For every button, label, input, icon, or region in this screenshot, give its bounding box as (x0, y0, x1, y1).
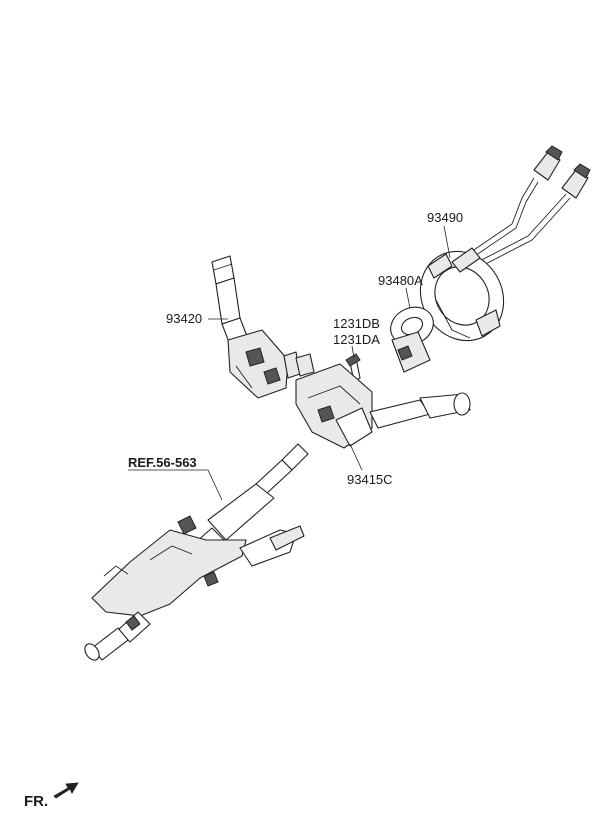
leader-bolt (351, 345, 355, 359)
label-93490: 93490 (427, 210, 463, 225)
label-1231DB: 1231DB (333, 316, 380, 331)
label-93415C: 93415C (347, 472, 393, 487)
label-93420: 93420 (166, 311, 202, 326)
leader-93415C (349, 443, 363, 471)
front-arrow-icon (53, 782, 79, 799)
leader-93490 (443, 225, 451, 259)
multifunction-switch-body (295, 353, 471, 449)
label-1231DA: 1231DA (333, 332, 380, 347)
light-switch-lever (211, 255, 301, 399)
steering-angle-sensor (390, 306, 434, 373)
label-front: FR. (24, 793, 48, 810)
bolt (345, 353, 361, 383)
leader-ref (207, 469, 223, 501)
leader-93480A (405, 287, 411, 309)
steering-column (84, 443, 309, 661)
label-93480A: 93480A (378, 273, 423, 288)
label-ref: REF.56-563 (128, 455, 197, 470)
